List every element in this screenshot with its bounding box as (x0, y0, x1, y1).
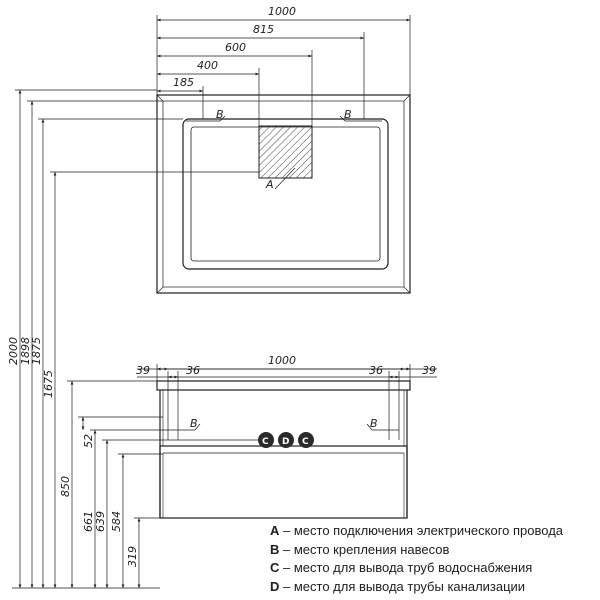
legend-text: – место для вывода трубы канализации (279, 578, 526, 594)
outlet-c-right (298, 432, 314, 448)
legend: A – место подключения электрического про… (270, 522, 595, 596)
cabinet-dimensions (137, 364, 437, 440)
mark-b-left: B (190, 417, 198, 430)
legend-item-a: A – место подключения электрического про… (270, 522, 595, 541)
dim-label: 1000 (268, 5, 296, 18)
legend-text: – место подключения электрического прово… (279, 523, 564, 538)
vdim-label: 639 (94, 511, 107, 532)
legend-key: B (270, 541, 280, 557)
dim-label: 36 (369, 364, 383, 377)
vdim-label: 1875 (30, 337, 43, 365)
dim-label: 39 (136, 364, 150, 377)
outlet-d-center (278, 432, 294, 448)
mirror-dimension-labels: 1000 815 600 400 185 B B A (173, 5, 352, 191)
legend-text: – место для вывода труб водоснабжения (279, 560, 533, 575)
legend-key: C (270, 560, 280, 575)
cabinet-drawer (159, 445, 408, 519)
vdim-label: 52 (82, 434, 95, 448)
mark-c-right: C (302, 437, 309, 447)
mark-b-left: B (216, 108, 224, 121)
mark-c-left: C (262, 437, 269, 447)
legend-item-d: D – место для вывода трубы канализации (270, 578, 595, 597)
cabinet-top (156, 380, 411, 391)
legend-key: A (270, 523, 280, 538)
vdim-label: 319 (126, 546, 139, 567)
legend-key: D (270, 578, 280, 594)
pipe-outlets: C D C (258, 432, 314, 448)
socket-area-a (258, 125, 313, 179)
dim-label: 39 (422, 364, 436, 377)
vertical-dimensions (12, 89, 259, 589)
dim-label: 815 (253, 23, 274, 36)
mark-d-center: D (282, 437, 289, 447)
dim-label: 1000 (268, 354, 296, 367)
vertical-dimension-labels: 2000 1898 1875 1675 850 52 661 639 584 3… (7, 337, 139, 567)
outlet-c-left (258, 432, 274, 448)
cabinet-view (156, 380, 411, 519)
mirror-dimensions (156, 15, 411, 190)
vdim-label: 661 (82, 511, 95, 532)
dim-label: 36 (186, 364, 200, 377)
vdim-label: 1675 (42, 370, 55, 398)
mirror-outer-frame (156, 94, 411, 294)
dim-label: 185 (173, 76, 194, 89)
dim-label: 600 (225, 41, 246, 54)
vdim-label: 1898 (19, 337, 32, 365)
vdim-label: 850 (59, 476, 72, 497)
mirror-light-outer (182, 118, 389, 270)
mirror-bevel (162, 100, 405, 288)
mark-b-right: B (370, 417, 378, 430)
dim-label: 400 (197, 59, 218, 72)
mirror-view (156, 94, 411, 294)
mark-b-right: B (344, 108, 352, 121)
mark-a: A (265, 178, 274, 191)
vdim-label: 2000 (7, 337, 20, 365)
legend-item-b: B – место крепления навесов (270, 541, 595, 560)
legend-text: – место крепления навесов (279, 541, 450, 557)
legend-item-c: C – место для вывода труб водоснабжения (270, 559, 595, 578)
vdim-label: 584 (110, 511, 123, 532)
cabinet-dimension-labels: 39 36 1000 36 39 B B (136, 354, 436, 430)
